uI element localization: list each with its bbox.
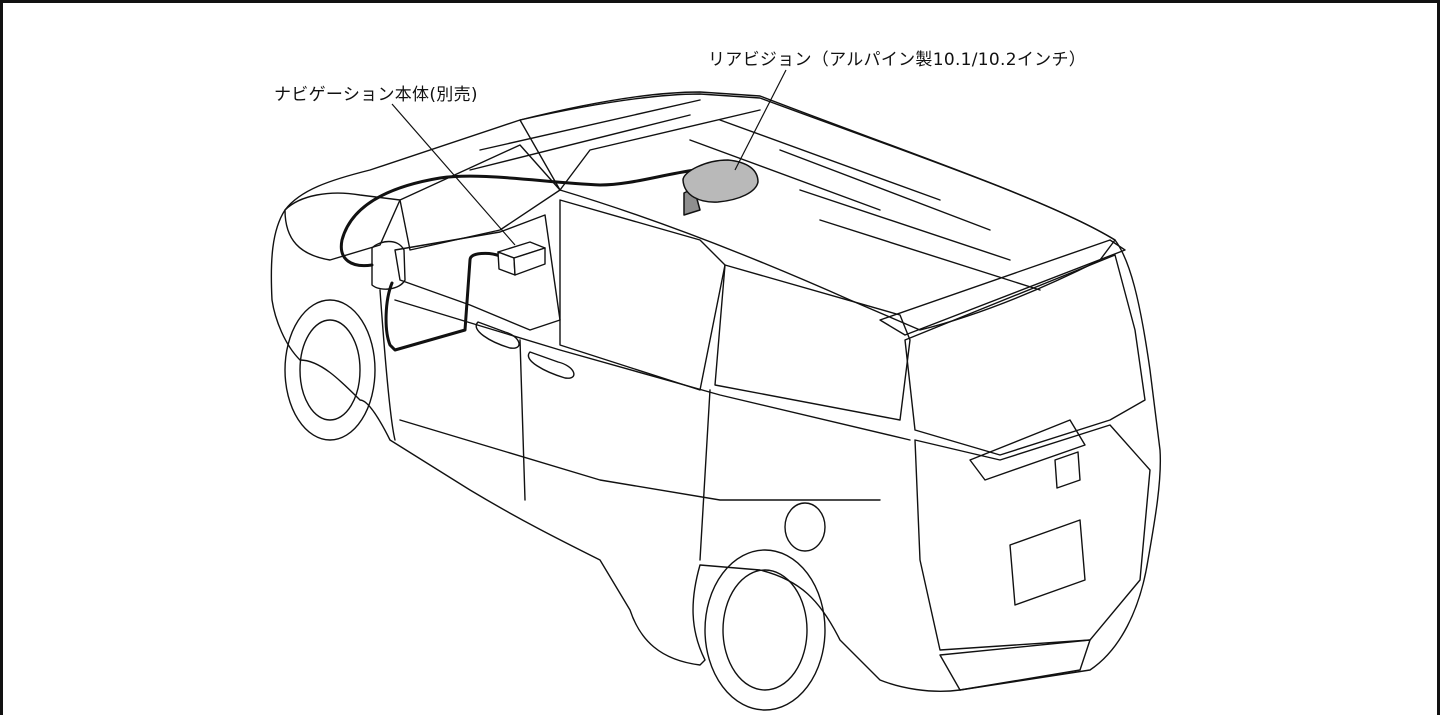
body-crease	[394, 299, 911, 441]
leader-line-rear-vision	[734, 69, 787, 171]
rear-vision-monitor	[682, 159, 759, 216]
rear-license-plate	[1009, 519, 1086, 606]
minivan-illustration	[270, 91, 1162, 711]
rear-emblem	[1054, 451, 1081, 489]
roof-line	[469, 114, 691, 171]
label-rear-vision: リアビジョン（アルパイン製10.1/10.2インチ）	[708, 50, 1087, 70]
roof-line	[799, 189, 1011, 261]
windshield	[399, 144, 561, 251]
navigation-unit	[497, 241, 546, 276]
roof-line	[479, 99, 701, 151]
front-wheel	[284, 299, 376, 441]
van-hood	[284, 192, 401, 261]
rear-wheel	[704, 549, 826, 711]
side-mirror	[371, 240, 406, 290]
roof-line	[719, 119, 941, 201]
rear-bumper	[939, 639, 1091, 691]
roof-line	[779, 149, 991, 231]
wiring-cable	[339, 168, 697, 352]
rear-window	[904, 254, 1146, 456]
front-door-window	[394, 214, 561, 331]
rear-spoiler-light	[969, 419, 1086, 481]
fuel-lid	[784, 502, 826, 552]
body-crease	[399, 419, 881, 501]
roof-line	[559, 109, 761, 191]
roof-line	[689, 139, 881, 211]
door-line	[699, 389, 711, 561]
rear-quarter-window	[714, 264, 911, 421]
door-handle	[475, 321, 520, 349]
door-line	[519, 339, 526, 501]
sliding-door-window	[559, 199, 726, 391]
front-wheel-hub	[299, 319, 361, 421]
door-line	[379, 289, 396, 441]
rear-wheel-hub	[722, 569, 808, 691]
roof-rail	[879, 239, 1126, 336]
roof-line	[819, 219, 1041, 291]
van-roof	[519, 93, 1116, 331]
van-body-outline	[270, 91, 1162, 692]
label-navigation-unit: ナビゲーション本体(別売)	[274, 85, 478, 105]
rear-gate	[914, 424, 1151, 651]
door-handle	[527, 351, 575, 379]
leader-line-navigation	[391, 103, 516, 246]
